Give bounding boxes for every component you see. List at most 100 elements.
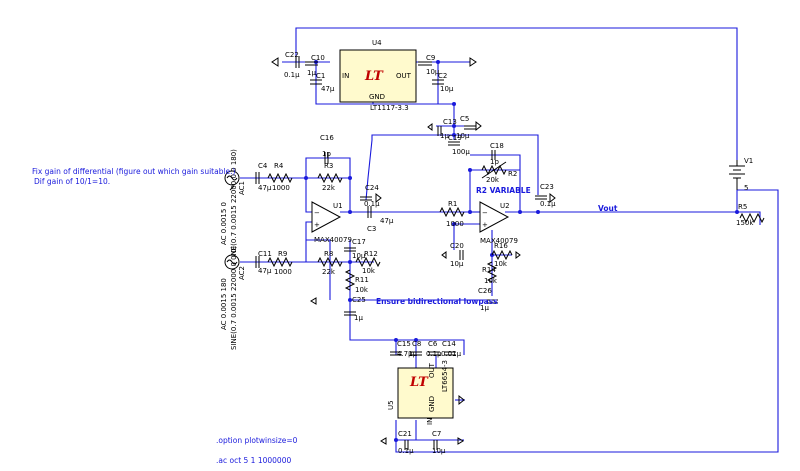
resistor-r12[interactable]: R12 10k (355, 250, 381, 275)
svg-text:AC 0.0015 180: AC 0.0015 180 (220, 278, 228, 330)
capacitor-c1[interactable]: C1 47µ (310, 72, 335, 93)
resistor-r5[interactable]: R5 150k (736, 203, 765, 227)
svg-text:C15: C15 (397, 340, 411, 348)
ground-icon (380, 437, 387, 445)
svg-text:0.1µ: 0.1µ (284, 71, 300, 79)
capacitor-c3[interactable]: C3 47µ (367, 206, 394, 233)
capacitor-c2[interactable]: C2 10µ (432, 72, 454, 93)
svg-text:C17: C17 (352, 238, 366, 246)
svg-text:C7: C7 (432, 430, 441, 438)
wire-u1-neg (305, 178, 312, 213)
capacitor-c26[interactable]: C26 1µ (478, 287, 498, 312)
svg-text:0.1µ: 0.1µ (426, 350, 442, 358)
capacitor-c4[interactable]: C4 47µ (255, 162, 272, 192)
svg-text:IN: IN (426, 418, 434, 425)
capacitor-c22[interactable]: C22 0.1µ (284, 51, 300, 79)
resistor-r8[interactable]: R8 22k (317, 250, 343, 276)
svg-text:47µ: 47µ (258, 267, 272, 275)
capacitor-c11[interactable]: C11 47µ (255, 250, 272, 275)
ground-icon (475, 120, 482, 132)
svg-text:20k: 20k (486, 176, 500, 184)
resistors: R4 1000 R3 22k R1 1000 R2 20k R5 150k (267, 161, 765, 294)
svg-text:10µ: 10µ (352, 252, 366, 260)
capacitor-c7[interactable]: C7 10µ (432, 430, 446, 455)
svg-text:1000: 1000 (446, 220, 464, 228)
svg-text:C20: C20 (450, 242, 464, 250)
svg-text:U2: U2 (500, 202, 510, 210)
svg-text:C8: C8 (412, 340, 421, 348)
svg-text:AC 0.0015 0: AC 0.0015 0 (220, 202, 228, 245)
svg-text:150k: 150k (736, 219, 754, 227)
capacitor-c15[interactable]: C15 4.7µ (390, 340, 413, 358)
wire-rail-right (454, 134, 539, 195)
svg-text:C1: C1 (316, 72, 325, 80)
svg-text:GND: GND (369, 93, 385, 101)
svg-text:C23: C23 (540, 183, 554, 191)
resistor-r4[interactable]: R4 1000 (267, 162, 293, 192)
svg-text:5: 5 (744, 184, 748, 192)
wire-bottom-return (395, 225, 779, 453)
svg-text:−: − (482, 209, 488, 217)
u2-opamp[interactable]: − + U2 MAX40079 (479, 201, 518, 245)
svg-text:R8: R8 (324, 250, 333, 258)
capacitor-c18[interactable]: C18 1p (490, 142, 504, 166)
ground-icon (271, 57, 279, 67)
ac1-source[interactable]: AC1 AC 0.0015 0 SINE(0.7 0.0015 22000 0 … (220, 149, 246, 262)
v1-source[interactable]: V1 5 (729, 157, 753, 192)
capacitor-c13[interactable]: C13 1µ (437, 118, 457, 140)
svg-text:10µ: 10µ (450, 260, 464, 268)
resistor-r16[interactable]: R16 10k (491, 242, 513, 268)
wire-u1-pos (305, 221, 312, 262)
grounds (271, 57, 556, 445)
resistor-r1[interactable]: R1 1000 (439, 200, 465, 228)
capacitor-c14[interactable]: C14 0.01µ (441, 340, 462, 358)
resistor-r14[interactable]: R14 10k (482, 261, 498, 285)
capacitor-c21[interactable]: C21 0.1µ (398, 430, 414, 455)
capacitor-c25[interactable]: C25 1µ (344, 296, 366, 322)
note-dif-gain: Dif gain of 10/1=10. (34, 177, 110, 186)
svg-text:GND: GND (428, 396, 436, 412)
capacitor-c20[interactable]: C20 10µ (450, 242, 464, 268)
svg-text:OUT: OUT (396, 72, 412, 80)
resistor-r11[interactable]: R11 10k (344, 269, 369, 294)
capacitor-c17[interactable]: C17 10µ (344, 238, 366, 260)
capacitor-c6[interactable]: C6 0.1µ (426, 340, 442, 358)
svg-text:C3: C3 (367, 225, 376, 233)
svg-text:OUT: OUT (428, 362, 436, 378)
resistor-r3[interactable]: R3 22k (317, 162, 343, 192)
svg-text:1µ: 1µ (408, 350, 417, 358)
note-r2-variable: R2 VARIABLE (476, 186, 531, 195)
ac2-source[interactable]: AC2 AC 0.0015 180 SINE(0.7 0.0015 22000 … (220, 246, 246, 350)
svg-text:4.7µ: 4.7µ (397, 350, 413, 358)
svg-text:1µ: 1µ (354, 314, 363, 322)
svg-text:1p: 1p (490, 158, 499, 166)
wire-rail-u1 (365, 139, 373, 201)
capacitor-c19[interactable]: C19 100µ (448, 134, 470, 156)
svg-text:C10: C10 (311, 54, 325, 62)
capacitor-c24[interactable]: C24 0.1µ (360, 184, 380, 208)
capacitor-c8[interactable]: C8 1µ (408, 340, 422, 358)
capacitor-c5[interactable]: C5 10µ (456, 115, 476, 140)
resistor-r9[interactable]: R9 1000 (267, 250, 293, 276)
svg-text:AC1: AC1 (238, 181, 246, 195)
svg-text:R12: R12 (364, 250, 378, 258)
svg-text:U5: U5 (387, 400, 395, 410)
svg-text:C14: C14 (442, 340, 456, 348)
u4-regulator[interactable]: LT IN OUT GND U4 LT1117-3.3 (339, 39, 417, 112)
svg-text:47µ: 47µ (380, 217, 394, 225)
u1-opamp[interactable]: − + U1 MAX40079 (311, 201, 352, 244)
resistor-r2[interactable]: R2 20k (481, 161, 517, 184)
svg-text:C18: C18 (490, 142, 504, 150)
capacitor-c16[interactable]: C16 1p (320, 134, 334, 164)
svg-text:C21: C21 (398, 430, 412, 438)
svg-text:MAX40079: MAX40079 (314, 236, 352, 244)
u5-reference[interactable]: LT OUT GND IN U5 LT6654-3 (387, 360, 454, 425)
svg-text:10k: 10k (355, 286, 369, 294)
svg-text:0.1µ: 0.1µ (540, 200, 556, 208)
svg-text:V1: V1 (744, 157, 753, 165)
capacitor-c10[interactable]: C10 1µ (305, 54, 325, 77)
capacitor-c9[interactable]: C9 10µ (418, 54, 440, 76)
svg-text:+: + (314, 221, 320, 229)
capacitor-c23[interactable]: C23 0.1µ (535, 183, 556, 208)
